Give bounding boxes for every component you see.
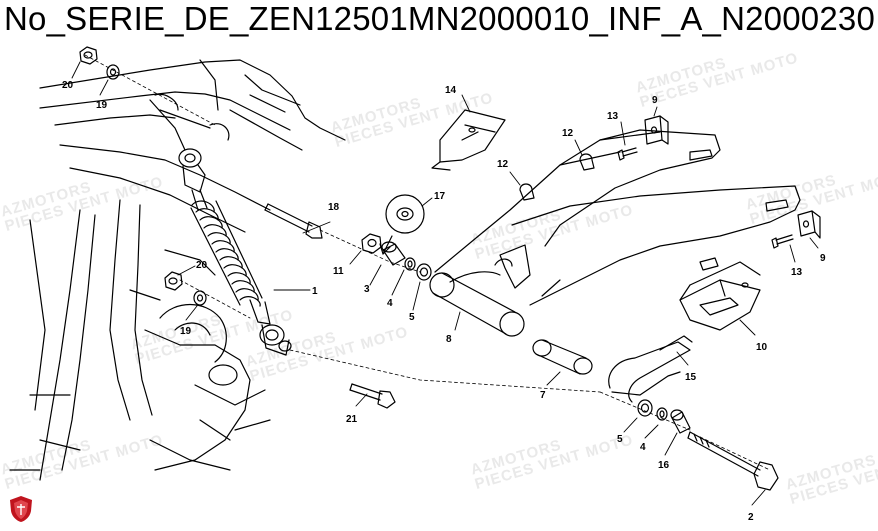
washer-4-lower	[656, 407, 668, 421]
clip-12-upper	[579, 153, 595, 171]
shield-logo-icon	[10, 496, 32, 522]
bearing-5-lower	[637, 399, 653, 417]
nut-11	[361, 233, 382, 254]
part-label: 14	[445, 85, 457, 96]
bolt-13-lower	[771, 234, 794, 249]
part-label: 10	[756, 342, 768, 353]
part-label: 20	[196, 260, 208, 271]
part-label: 2	[748, 512, 754, 523]
nut-20-top	[79, 46, 98, 65]
part-label: 13	[791, 267, 803, 278]
washer-17-inset	[379, 194, 425, 255]
bolt-18	[264, 203, 323, 239]
frame	[9, 59, 346, 481]
part-label: 9	[820, 253, 826, 264]
washer-19-mid	[193, 290, 207, 306]
part-label: 5	[617, 434, 623, 445]
diagram-title: No_SERIE_DE_ZEN12501MN2000010_INF_A_N200…	[4, 0, 876, 37]
part-label: 20	[62, 80, 74, 91]
axle-bolt-2	[687, 431, 779, 491]
part-label: 1	[312, 286, 318, 297]
clip-12-lower	[519, 183, 535, 201]
part-label: 15	[685, 372, 697, 383]
washer-19-top	[106, 64, 120, 80]
part-label: 21	[346, 414, 358, 425]
part-label: 4	[640, 442, 646, 453]
bracket-14	[431, 109, 506, 171]
chain-guide-10	[679, 261, 761, 331]
bolt-21	[349, 383, 396, 409]
bearing-5	[416, 263, 432, 281]
part-label: 4	[387, 298, 393, 309]
spacer-tube-7	[532, 339, 593, 375]
part-label: 17	[434, 191, 446, 202]
part-label: 19	[96, 100, 108, 111]
part-label: 16	[658, 460, 670, 471]
bushing-3	[381, 241, 406, 266]
bolt-13-upper	[617, 147, 638, 161]
part-label: 8	[446, 334, 452, 345]
part-label: 3	[364, 284, 370, 295]
shock-absorber	[178, 148, 292, 356]
washer-4	[404, 257, 416, 271]
swing-arm	[429, 129, 801, 337]
plate-9-upper	[644, 115, 669, 145]
part-label: 12	[562, 128, 574, 139]
part-label: 7	[540, 390, 546, 401]
part-label: 19	[180, 326, 192, 337]
part-label: 18	[328, 202, 340, 213]
plate-9-lower	[797, 210, 821, 239]
part-label: 5	[409, 312, 415, 323]
nut-20-mid	[164, 271, 183, 291]
part-label: 13	[607, 111, 619, 122]
part-label: 11	[333, 266, 344, 277]
chain-slider-15	[608, 335, 693, 403]
part-label: 12	[497, 159, 509, 170]
part-label: 9	[652, 95, 658, 106]
collar-16	[670, 409, 691, 434]
